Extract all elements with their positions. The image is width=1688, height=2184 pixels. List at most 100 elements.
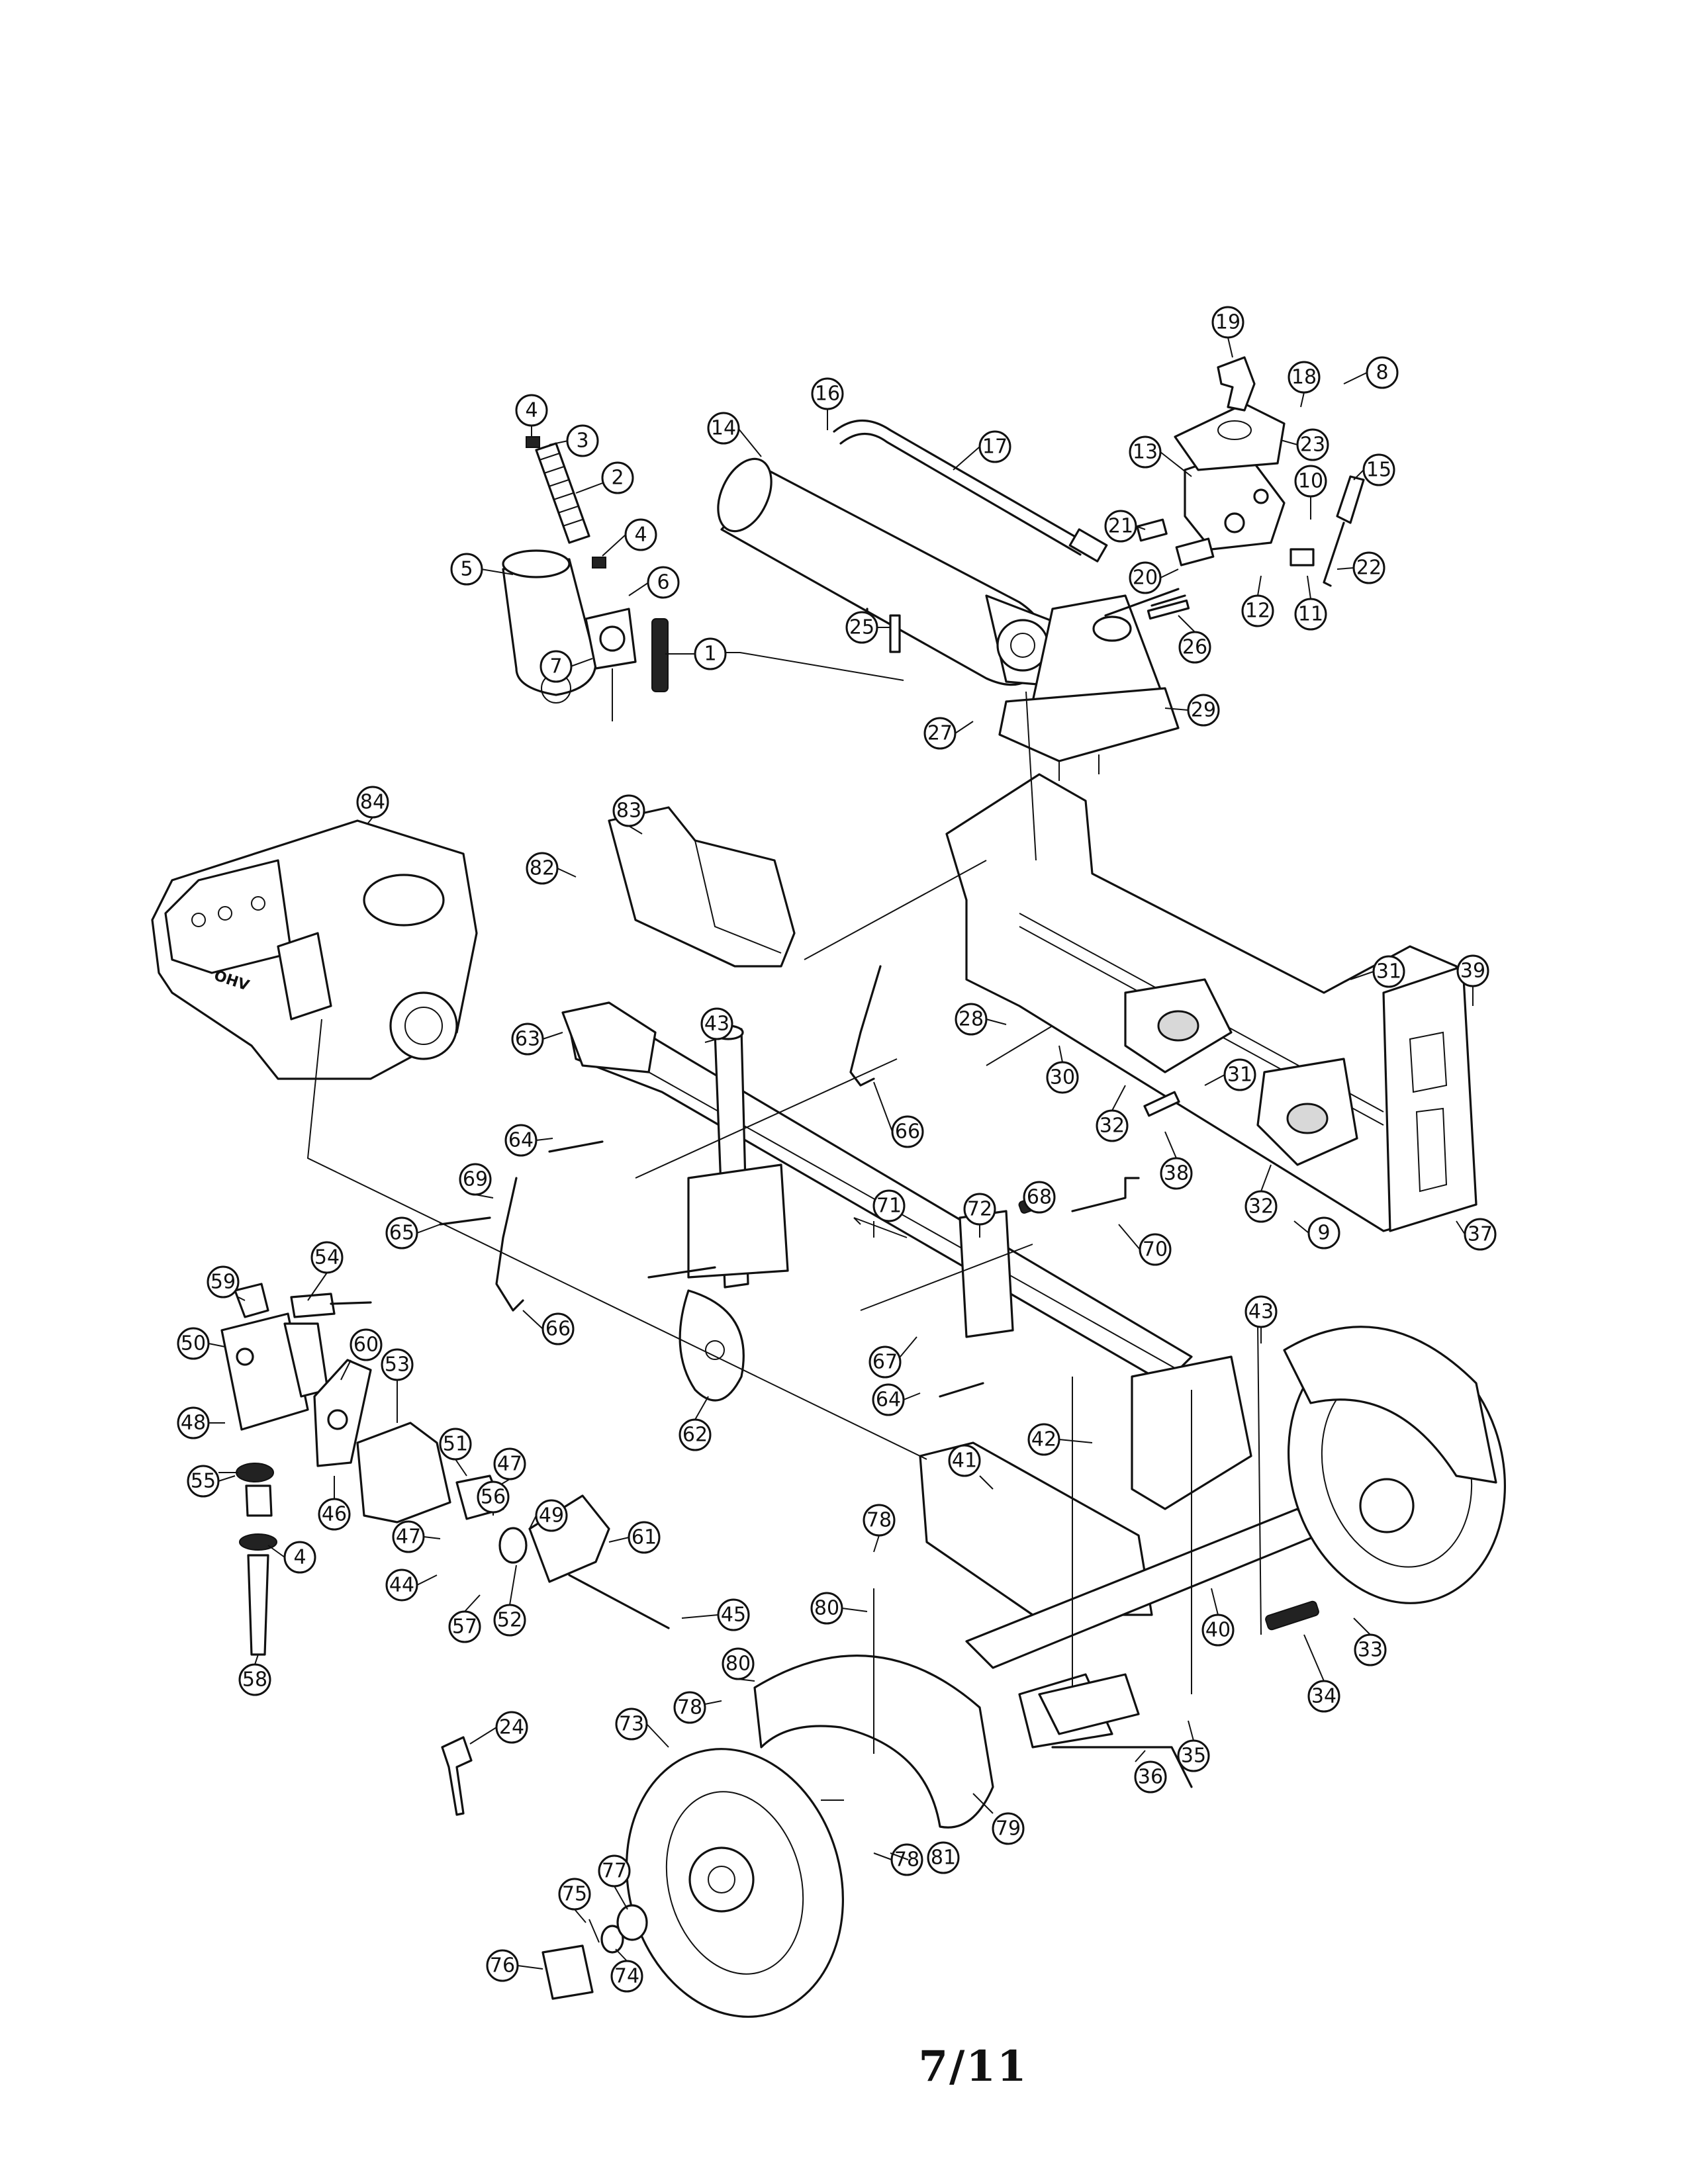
tow-tongue xyxy=(561,1001,1193,1385)
leader-lines xyxy=(306,652,1262,1801)
callout-label: 43 xyxy=(1248,1300,1274,1324)
control-valve xyxy=(1174,402,1286,551)
callout: 23 xyxy=(1280,428,1329,461)
callout: 28 xyxy=(955,1003,1007,1036)
callout-label: 60 xyxy=(353,1334,379,1357)
callout: 58 xyxy=(238,1654,271,1696)
callout-label: 79 xyxy=(996,1817,1021,1841)
callout: 75 xyxy=(558,1878,591,1923)
callout: 52 xyxy=(493,1565,526,1637)
callout: 84 xyxy=(356,786,389,825)
callout: 4 xyxy=(515,394,548,437)
callout: 27 xyxy=(923,717,974,750)
callout: 66 xyxy=(522,1310,575,1345)
callout: 78 xyxy=(863,1504,896,1553)
callout-label: 68 xyxy=(1027,1186,1052,1209)
callout: 24 xyxy=(469,1711,528,1745)
callout-label: 67 xyxy=(872,1351,898,1374)
callout: 69 xyxy=(459,1163,494,1199)
hydraulic-pump xyxy=(220,1312,329,1431)
callout-label: 31 xyxy=(1227,1064,1252,1087)
safety-chains xyxy=(495,965,882,1312)
callout: 18 xyxy=(1288,361,1321,408)
springs xyxy=(526,436,1319,1631)
callout-label: 7 xyxy=(549,655,562,678)
callout-label: 66 xyxy=(545,1318,571,1341)
callout-label: 80 xyxy=(726,1653,751,1676)
callout-label: 15 xyxy=(1366,459,1391,482)
callout-label: 13 xyxy=(1133,441,1158,464)
callout-label: 66 xyxy=(895,1120,920,1144)
callout: 81 xyxy=(890,1841,960,1874)
callout: 19 xyxy=(1211,306,1244,358)
callout-label: 8 xyxy=(1376,361,1388,385)
callout-label: 47 xyxy=(497,1453,522,1476)
callout: 61 xyxy=(608,1521,661,1554)
callout-label: 52 xyxy=(497,1609,522,1632)
callout: 36 xyxy=(1134,1750,1167,1794)
callout-label: 53 xyxy=(385,1353,410,1377)
callout-label: 84 xyxy=(360,791,385,814)
callout: 74 xyxy=(610,1948,643,1993)
callout: 63 xyxy=(511,1023,563,1056)
page-number: 7/11 xyxy=(918,2042,1028,2091)
callout: 3 xyxy=(549,424,599,457)
callout-label: 16 xyxy=(815,383,840,406)
callout-label: 62 xyxy=(682,1424,708,1447)
callout-label: 37 xyxy=(1468,1223,1493,1246)
callout: 40 xyxy=(1201,1588,1235,1647)
callout-label: 72 xyxy=(967,1198,992,1221)
callout: 83 xyxy=(612,794,645,835)
callout-label: 50 xyxy=(181,1332,206,1355)
callout: 43 xyxy=(1244,1295,1278,1343)
callout-label: 25 xyxy=(849,616,874,639)
filter-head xyxy=(585,608,637,721)
callout-label: 82 xyxy=(530,857,555,880)
callout-label: 64 xyxy=(508,1129,534,1152)
callout: 60 xyxy=(340,1328,383,1381)
callout: 30 xyxy=(1046,1045,1079,1094)
callout: 39 xyxy=(1456,954,1489,1006)
suction-hose xyxy=(535,442,590,544)
callout: 80 xyxy=(722,1647,755,1682)
callout: 79 xyxy=(972,1793,1025,1845)
pins xyxy=(889,599,1190,1117)
callout-label: 18 xyxy=(1291,366,1317,389)
callout: 25 xyxy=(845,611,890,644)
callout-label: 19 xyxy=(1215,311,1241,334)
part-callouts: 1 2 3 4 4 5 6 7 8 9 10 11 12 13 14 15 16… xyxy=(177,306,1497,1993)
callout: 55 xyxy=(187,1465,236,1498)
callout-label: 42 xyxy=(1031,1428,1056,1451)
callout-label: 23 xyxy=(1300,433,1325,457)
callout: 13 xyxy=(1129,435,1192,477)
callout: 80 xyxy=(810,1592,868,1625)
callout: 49 xyxy=(529,1499,568,1532)
callout-label: 39 xyxy=(1460,960,1485,983)
callout: 20 xyxy=(1129,561,1179,594)
callout-label: 47 xyxy=(396,1525,421,1549)
callout-label: 20 xyxy=(1133,567,1158,590)
callout-label: 43 xyxy=(704,1013,729,1036)
callout: 16 xyxy=(811,377,844,430)
callout-label: 4 xyxy=(634,523,647,547)
callout-label: 12 xyxy=(1245,600,1270,623)
callout: 82 xyxy=(526,852,577,885)
callout-label: 77 xyxy=(602,1860,627,1883)
callout: 57 xyxy=(448,1594,481,1643)
valve-fittings xyxy=(866,518,1315,637)
callout-label: 41 xyxy=(952,1449,977,1473)
callout: 26 xyxy=(1178,615,1211,664)
callout-label: 78 xyxy=(867,1509,892,1532)
callout-label: 24 xyxy=(499,1716,524,1739)
callout: 72 xyxy=(963,1193,996,1238)
callout-label: 2 xyxy=(611,467,624,490)
callout-label: 57 xyxy=(452,1615,477,1639)
callout: 37 xyxy=(1456,1218,1497,1251)
valve-handle xyxy=(1323,475,1365,587)
callout-label: 51 xyxy=(443,1433,468,1456)
callout-label: 49 xyxy=(539,1504,564,1527)
callout-label: 69 xyxy=(463,1168,488,1191)
callout-label: 76 xyxy=(490,1954,515,1978)
callout: 78 xyxy=(673,1691,722,1724)
callout: 35 xyxy=(1177,1720,1210,1772)
